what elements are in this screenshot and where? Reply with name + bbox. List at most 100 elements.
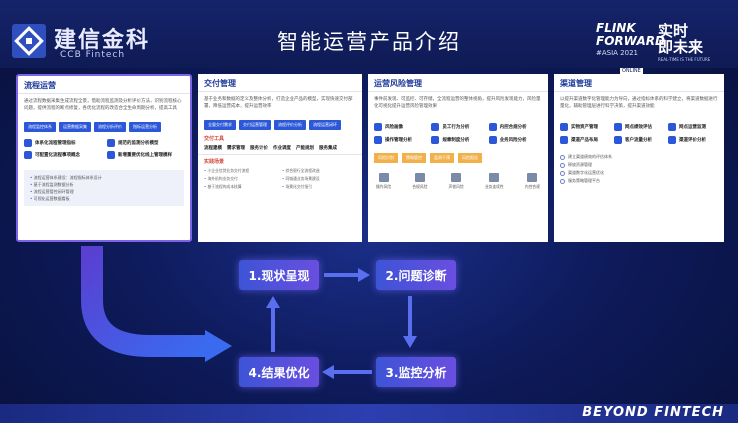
tool-tab[interactable]: 需求管理 bbox=[227, 146, 245, 151]
feature-icon bbox=[107, 151, 115, 159]
bullet-circle-icon bbox=[560, 162, 565, 168]
down-arrow-icon bbox=[403, 336, 417, 348]
channel-item-label: 渠道数字化运营优化 bbox=[568, 170, 604, 175]
feature-label: 体系化流程管理指标 bbox=[35, 141, 76, 146]
panel-description: 事件前发现、可监控、可存储，全流程运营的整体视角，提升风险发现能力，风险量化可视… bbox=[374, 97, 541, 109]
bullet-list: 流程运营体系建设：流程指标体系设计 基于流程监测数据分析 流程运营管控闭环管理 … bbox=[24, 170, 184, 206]
panel-title: 流程运营 bbox=[18, 76, 190, 94]
feature-item: 新增重要优化线上管理模样 bbox=[107, 151, 184, 159]
page-title: 智能运营产品介绍 bbox=[277, 30, 461, 54]
risk-icon-label: 声誉风险 bbox=[448, 184, 464, 189]
tool-tab[interactable]: 服务计价 bbox=[250, 146, 268, 151]
tool-tab[interactable]: 流程建模 bbox=[204, 146, 222, 151]
bullet-circle-icon bbox=[560, 178, 565, 184]
feature-grid: 实物资产管理 网点绩效评估 网点运营监测 渠道产品布局 客户流量分析 渠道评价分… bbox=[554, 118, 724, 149]
curved-arrow-icon bbox=[81, 246, 205, 357]
scenes-list: 小企业信贷业务交付流程 综合银行全流程改造 海外机构业务交付 同城通业务场景建设… bbox=[198, 165, 362, 193]
step-current-status: 1.现状呈现 bbox=[239, 260, 319, 290]
feature-item: 业务风险分析 bbox=[488, 136, 542, 144]
chip[interactable]: 流程分析评价 bbox=[94, 122, 126, 132]
tools-tabs: 流程建模 需求管理 服务计价 作业调度 产能规划 服务集成 bbox=[198, 142, 362, 155]
step-monitoring: 3.监控分析 bbox=[376, 357, 456, 387]
feature-icon bbox=[614, 136, 622, 144]
feature-item: 网点运营监测 bbox=[668, 123, 718, 131]
panel-description: 通过流程数据采集生成流程全景，借助流程监测及分析评价方法，识别流程核心问题，提供… bbox=[24, 99, 182, 111]
feature-label: 渠道评价分析 bbox=[679, 138, 706, 143]
realtime-logo: 实时 即未来 REAL-TIME IS THE FUTURE bbox=[658, 23, 726, 62]
curved-arrowhead-icon bbox=[205, 330, 232, 362]
chip[interactable]: 全量交付需求 bbox=[204, 120, 236, 130]
stage-chip[interactable]: 风险识别 bbox=[374, 153, 398, 163]
step-diagnosis: 2.问题诊断 bbox=[376, 260, 456, 290]
stage-chip[interactable]: 监测干预 bbox=[430, 153, 454, 163]
stage-chip[interactable]: 策略管控 bbox=[402, 153, 426, 163]
risk-icon bbox=[378, 173, 389, 182]
scene-item: 综合银行全流程改造 bbox=[282, 168, 356, 174]
chip[interactable]: 流程评价分析 bbox=[274, 120, 306, 130]
feature-label: 网点运营监测 bbox=[679, 125, 706, 130]
risk-icon-cell: 合规风险 bbox=[412, 173, 427, 190]
feature-item: 可配置化流程事项概念 bbox=[24, 151, 101, 159]
feature-icon bbox=[374, 123, 382, 131]
feature-item: 体系化流程管理指标 bbox=[24, 139, 101, 147]
tool-tab[interactable]: 产能规划 bbox=[296, 146, 314, 151]
feature-grid: 风险画像 员工行为分析 内控合规分析 操作管理分析 规章制度分析 业务风险分析 bbox=[368, 118, 548, 149]
bullet-item: 可视化运营数据看板 bbox=[30, 195, 178, 202]
feature-item: 客户流量分析 bbox=[614, 136, 664, 144]
feature-label: 规范的监测分析模型 bbox=[118, 141, 159, 146]
chip[interactable]: 指标运营分析 bbox=[129, 122, 161, 132]
logo-text: 建信金科 bbox=[54, 28, 151, 53]
channel-item-label: 释放资源管理 bbox=[568, 162, 592, 167]
panel-title: 渠道管理 bbox=[554, 74, 724, 92]
stage-chip[interactable]: 风险报告 bbox=[458, 153, 482, 163]
realtime-line3: REAL-TIME IS THE FUTURE bbox=[658, 57, 711, 62]
risk-icon-label: 业务连续性 bbox=[484, 184, 504, 189]
tool-tab[interactable]: 服务集成 bbox=[319, 146, 337, 151]
feature-label: 内控合规分析 bbox=[499, 125, 527, 130]
chip[interactable]: 流程监控体系 bbox=[24, 122, 56, 132]
chip[interactable]: 交付运营管理 bbox=[239, 120, 271, 130]
feature-label: 可配置化流程事项概念 bbox=[35, 153, 80, 158]
feature-icon bbox=[488, 123, 497, 131]
panel-description: 基于业务和数据的定义及整体分析，打造企业产品的模型，实现快速交付部署，降低运营成… bbox=[204, 97, 353, 109]
feature-icon bbox=[24, 151, 32, 159]
flink-line3: #ASIA 2021 bbox=[596, 49, 638, 57]
risk-icon bbox=[489, 173, 500, 182]
feature-icon bbox=[24, 139, 32, 147]
panel-channel-management: 渠道管理 以提升渠道数字化管理能力为导向，通过指标体系的科学建立，将渠道数据进行… bbox=[554, 74, 724, 242]
feature-icon bbox=[488, 136, 497, 144]
feature-icon bbox=[374, 136, 382, 144]
feature-icon bbox=[560, 136, 568, 144]
feature-item: 员工行为分析 bbox=[431, 123, 484, 131]
chip[interactable]: 流程运营闭环 bbox=[309, 120, 341, 130]
panel-process-operation: 流程运营 通过流程数据采集生成流程全景，借助流程监测及分析评价方法，识别流程核心… bbox=[16, 74, 192, 242]
tools-title: 交付工具 bbox=[204, 136, 225, 142]
risk-icon-cell: 内控合规 bbox=[525, 173, 540, 190]
risk-icon bbox=[414, 173, 425, 182]
tool-tab[interactable]: 作业调度 bbox=[273, 146, 291, 151]
chip[interactable]: 运营数据采集 bbox=[59, 122, 91, 132]
panel-operational-risk: 运营风险管理 事件前发现、可监控、可存储，全流程运营的整体视角，提升风险发现能力… bbox=[368, 74, 548, 242]
left-arrow-icon bbox=[322, 365, 334, 379]
feature-label: 风险画像 bbox=[385, 125, 403, 130]
scene-item: 基于流程的成本核算 bbox=[204, 184, 278, 190]
panel-description: 以提升渠道数字化管理能力为导向，通过指标体系的科学建立，将渠道数据进行量化，辅助… bbox=[560, 97, 718, 109]
feature-label: 实物资产管理 bbox=[571, 125, 598, 130]
risk-icon-label: 操作风险 bbox=[376, 184, 392, 189]
online-badge: ONLINE bbox=[620, 68, 643, 74]
bullet-item: 基于流程监测数据分析 bbox=[30, 181, 178, 188]
feature-item: 渠道产品布局 bbox=[560, 136, 610, 144]
bullet-circle-icon bbox=[560, 154, 565, 160]
up-arrow-icon bbox=[266, 296, 280, 308]
header: 建信金科 CCB Fintech 智能运营产品介绍 FLINK FORWARD … bbox=[0, 0, 738, 74]
feature-label: 网点绩效评估 bbox=[625, 125, 652, 130]
logo-subtitle: CCB Fintech bbox=[60, 50, 126, 60]
feature-label: 员工行为分析 bbox=[442, 125, 470, 130]
feature-item: 渠道评价分析 bbox=[668, 136, 718, 144]
chip-row: 全量交付需求 交付运营管理 流程评价分析 流程运营闭环 bbox=[198, 118, 362, 132]
risk-icon bbox=[451, 173, 462, 182]
scene-item: 小企业信贷业务交付流程 bbox=[204, 168, 278, 174]
flink-forward-logo: FLINK FORWARD #ASIA 2021 ONLINE bbox=[596, 22, 665, 76]
footer-slogan: BEYOND FINTECH bbox=[582, 405, 724, 420]
